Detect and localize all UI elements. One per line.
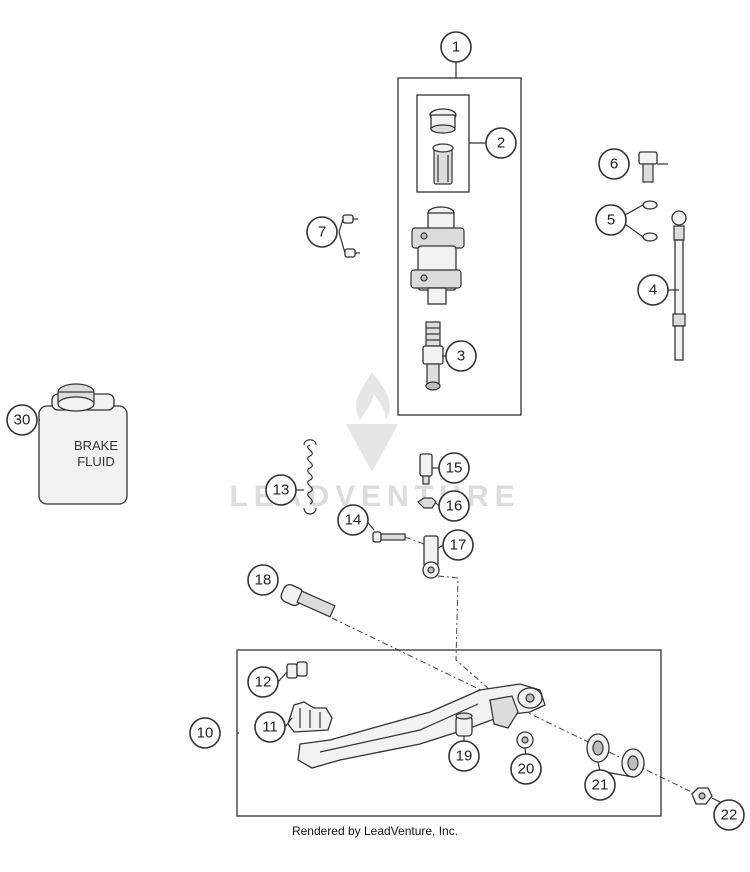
brake-hose-part xyxy=(671,210,687,361)
bearings-part xyxy=(586,733,645,778)
svg-text:5: 5 xyxy=(607,212,615,229)
svg-text:19: 19 xyxy=(456,748,473,765)
master-cylinder-body xyxy=(410,206,465,305)
callout-6: 6 xyxy=(598,148,630,180)
pin-bolt-part xyxy=(372,531,425,545)
nut-part xyxy=(417,497,437,509)
callout-14: 14 xyxy=(337,504,369,536)
svg-text:10: 10 xyxy=(197,725,214,742)
callout-22: 22 xyxy=(713,799,745,831)
master-cylinder-box xyxy=(397,77,522,416)
callout-19: 19 xyxy=(448,740,480,772)
svg-text:30: 30 xyxy=(14,412,31,429)
clevis-part xyxy=(422,535,440,579)
callout-1: 1 xyxy=(440,31,472,63)
bottle-label-brake: BRAKE xyxy=(74,438,118,453)
return-spring-part xyxy=(303,439,317,515)
lock-nut-part xyxy=(691,787,713,805)
callout-5: 5 xyxy=(595,204,627,236)
callout-16: 16 xyxy=(438,490,470,522)
svg-text:14: 14 xyxy=(345,512,362,529)
pin-part xyxy=(455,712,473,737)
svg-text:18: 18 xyxy=(255,572,272,589)
screws-part xyxy=(342,214,360,258)
svg-text:6: 6 xyxy=(610,156,618,173)
svg-text:1: 1 xyxy=(452,39,460,56)
brake-fluid-bottle: BRAKE FLUID xyxy=(38,383,128,505)
svg-text:16: 16 xyxy=(446,498,463,515)
svg-text:17: 17 xyxy=(450,537,467,554)
callout-20: 20 xyxy=(510,753,542,785)
callout-30: 30 xyxy=(6,404,38,436)
callout-10: 10 xyxy=(189,717,221,749)
svg-text:7: 7 xyxy=(318,224,326,241)
clevis-axis-line xyxy=(437,575,491,691)
callout-17: 17 xyxy=(442,529,474,561)
callout-3: 3 xyxy=(445,340,477,372)
svg-text:4: 4 xyxy=(649,282,657,299)
callout-18: 18 xyxy=(247,564,279,596)
footer-credit: Rendered by LeadVenture, Inc. xyxy=(291,824,459,838)
svg-text:15: 15 xyxy=(446,460,463,477)
callout-21: 21 xyxy=(584,769,616,801)
callout-7: 7 xyxy=(306,216,338,248)
svg-text:13: 13 xyxy=(273,482,290,499)
bottle-label-fluid: FLUID xyxy=(77,454,115,469)
callout-11: 11 xyxy=(254,711,286,743)
callout-15: 15 xyxy=(438,452,470,484)
callout-12: 12 xyxy=(247,666,279,698)
svg-text:3: 3 xyxy=(457,348,465,365)
svg-text:2: 2 xyxy=(497,135,505,152)
svg-text:20: 20 xyxy=(518,761,535,778)
brake-pedal-lever xyxy=(297,683,546,769)
reservoir-cap-part xyxy=(429,108,457,185)
pedal-tip-part xyxy=(287,701,333,733)
callout-4: 4 xyxy=(637,274,669,306)
buffers-part xyxy=(286,661,308,679)
svg-text:12: 12 xyxy=(255,674,272,691)
svg-text:21: 21 xyxy=(592,777,609,794)
adjuster-bolt-part xyxy=(419,453,433,485)
svg-text:22: 22 xyxy=(721,807,738,824)
piston-kit-part xyxy=(422,321,444,391)
callout-13: 13 xyxy=(265,474,297,506)
banjo-bolt-part xyxy=(638,151,658,183)
washers-part xyxy=(642,200,658,242)
bushing-part xyxy=(516,731,534,749)
callout-2: 2 xyxy=(485,127,517,159)
svg-text:11: 11 xyxy=(262,719,278,736)
pivot-bolt-part xyxy=(280,583,336,618)
